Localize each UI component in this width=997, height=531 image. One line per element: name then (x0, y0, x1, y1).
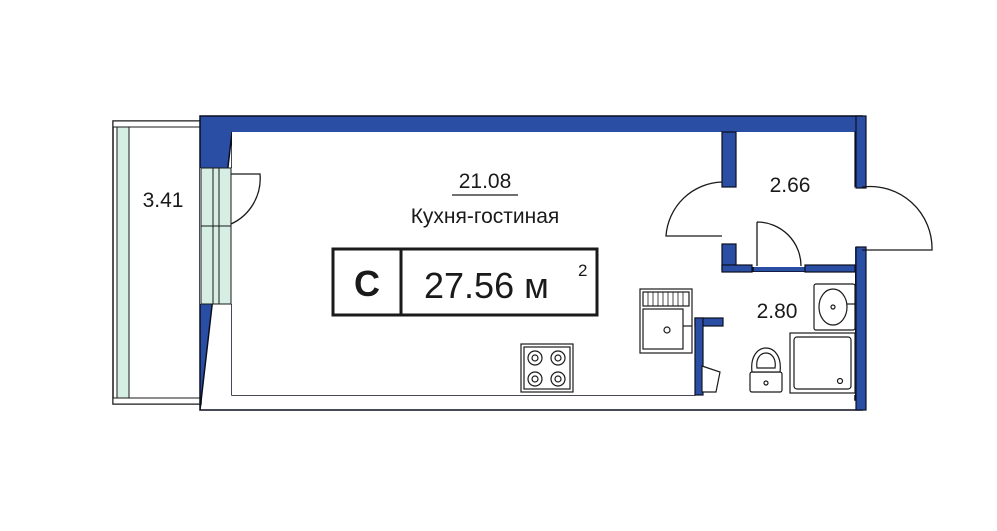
stove-icon (520, 343, 574, 393)
total-area-unit-superscript: 2 (578, 261, 587, 280)
apartment-type: С (354, 263, 380, 304)
toilet-icon (749, 347, 783, 393)
total-area: 27.56 м (424, 265, 549, 306)
washbasin-icon (813, 283, 856, 331)
living-room-name: Кухня-гостиная (411, 205, 560, 228)
apartment-badge: С 27.56 м 2 (331, 247, 599, 317)
hall-area-label: 2.66 (770, 174, 811, 197)
doors (230, 173, 933, 267)
bath-area-label: 2.80 (757, 300, 798, 323)
washer-icon (701, 365, 721, 393)
shower-tray-icon (789, 332, 856, 394)
balcony-area-label: 3.41 (143, 189, 184, 212)
sink-icon (639, 288, 693, 354)
balcony (112, 120, 202, 405)
living-area-label: 21.08 (459, 170, 512, 193)
